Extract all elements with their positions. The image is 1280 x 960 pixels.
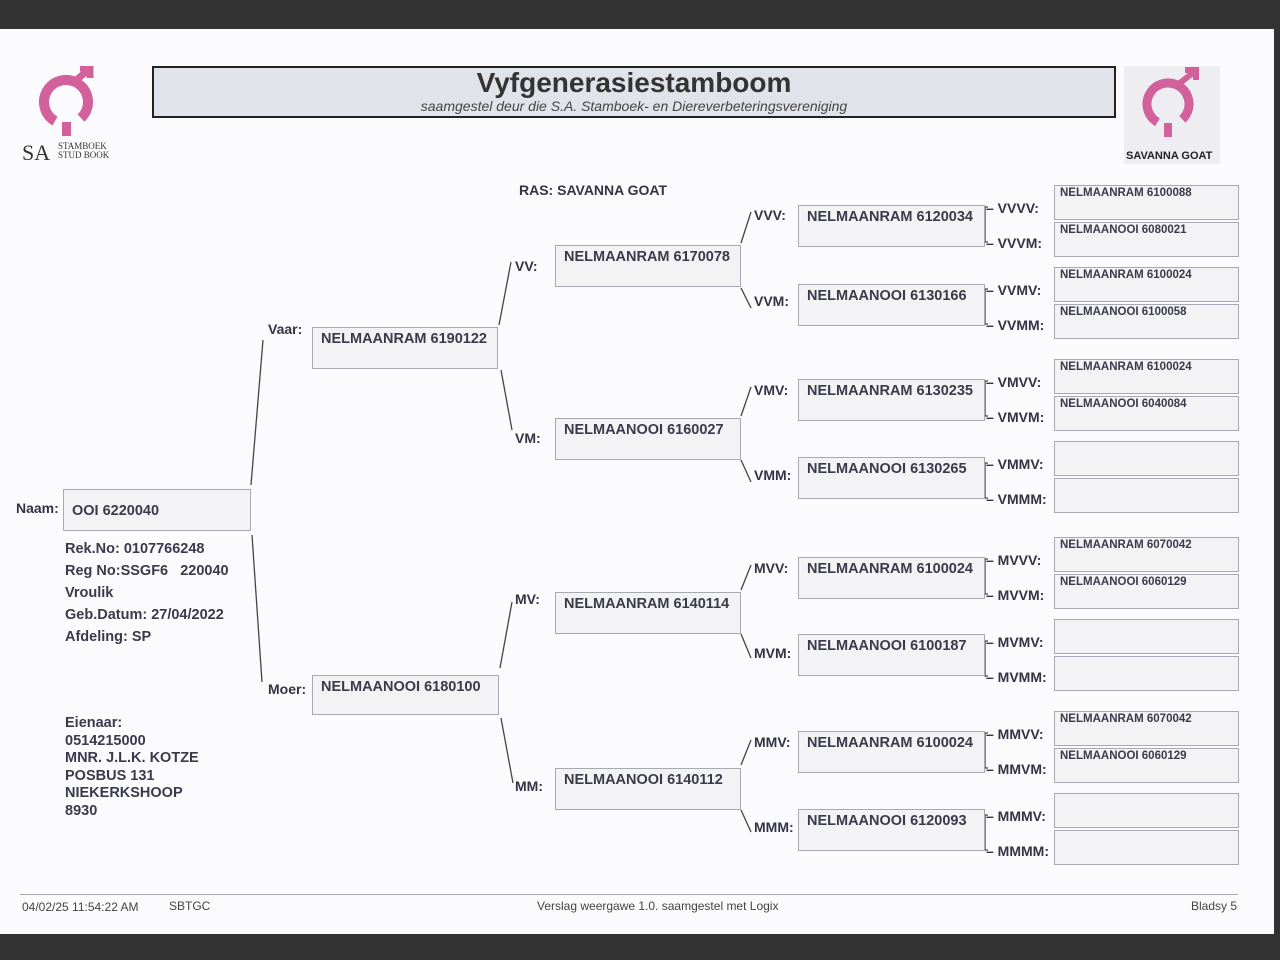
gen3-label: VVM: [754, 293, 789, 309]
gen4-box: NELMAANRAM 6100088 [1054, 185, 1239, 220]
page-subtitle: saamgestel deur die S.A. Stamboek- en Di… [420, 98, 848, 114]
gen3-box: NELMAANRAM 6100024 [798, 557, 985, 599]
gen4-box [1054, 656, 1239, 691]
gen4-box: NELMAANOOI 6040084 [1054, 396, 1239, 431]
gen2-label: VV: [515, 258, 538, 274]
gen4-label: – VVVV: [986, 200, 1039, 216]
naam-label: Naam: [16, 500, 59, 516]
bracket-line [984, 206, 988, 243]
gen3-box: NELMAANOOI 6130265 [798, 457, 985, 499]
footer-divider [20, 894, 1238, 895]
logo-caption: SAVANNA GOAT [1126, 150, 1213, 162]
gen3-label: MVM: [754, 645, 792, 661]
gen4-box [1054, 441, 1239, 476]
gen4-box: NELMAANOOI 6100058 [1054, 304, 1239, 339]
gen3-box: NELMAANRAM 6120034 [798, 205, 985, 247]
gen4-box: NELMAANOOI 6060129 [1054, 574, 1239, 609]
owner-details: Eienaar: 0514215000 MNR. J.L.K. KOTZE PO… [65, 715, 199, 820]
gen4-label: – VMMM: [986, 491, 1047, 507]
gen3-box: NELMAANOOI 6100187 [798, 634, 985, 676]
gen2-box: NELMAANOOI 6160027 [555, 418, 741, 460]
bracket-line [984, 558, 988, 595]
gen4-label: – MMMV: [986, 808, 1046, 824]
gen3-box: NELMAANOOI 6130166 [798, 284, 985, 326]
gen3-label: VMV: [754, 382, 789, 398]
gen4-label: – MMVV: [986, 726, 1044, 742]
gen4-label: – MMVM: [986, 761, 1047, 777]
gen4-box [1054, 478, 1239, 513]
rek-no: Rek.No: 0107766248 [65, 541, 205, 557]
bracket-line [984, 462, 988, 499]
bracket-line [984, 732, 988, 769]
gen4-box: NELMAANOOI 6080021 [1054, 222, 1239, 257]
gen3-box: NELMAANOOI 6120093 [798, 809, 985, 851]
gen2-box: NELMAANRAM 6140114 [555, 592, 741, 634]
bracket-line [984, 814, 988, 851]
gen2-label: MM: [515, 778, 543, 794]
gen4-box: NELMAANRAM 6070042 [1054, 711, 1239, 746]
footer-datetime: 04/02/25 11:54:22 AM [22, 900, 139, 914]
gen4-label: – VVMV: [986, 282, 1042, 298]
gen4-label: – MMMM: [986, 843, 1049, 859]
owner-town: NIEKERKSHOOP [65, 785, 183, 801]
gen3-box: NELMAANRAM 6100024 [798, 731, 985, 773]
gen3-label: MMV: [754, 734, 791, 750]
gen4-label: – VVMM: [986, 317, 1045, 333]
gen4-label: – MVMV: [986, 634, 1044, 650]
logo-symbol-icon [39, 64, 94, 136]
animal-details: Rek.No: 0107766248 Reg No:SSGF6 220040 V… [65, 538, 229, 648]
bracket-line [984, 640, 988, 677]
gen4-box [1054, 619, 1239, 654]
footer-page: Bladsy 5 [1191, 899, 1238, 913]
gen4-box [1054, 793, 1239, 828]
owner-postcode: 8930 [65, 802, 98, 819]
section: Afdeling: SP [65, 629, 152, 645]
gen4-box: NELMAANRAM 6100024 [1054, 267, 1239, 302]
gen4-label: – VMVV: [986, 374, 1042, 390]
gen3-label: VMM: [754, 467, 792, 483]
gen2-label: VM: [515, 430, 541, 446]
dam-box: NELMAANOOI 6180100 [312, 675, 499, 715]
sire-box: NELMAANRAM 6190122 [312, 327, 498, 369]
sex: Vroulik [65, 585, 114, 601]
gen4-label: – MVVM: [986, 587, 1045, 603]
gen4-label: – MVVV: [986, 552, 1042, 568]
gen4-label: – VVVM: [986, 235, 1043, 251]
bracket-line [984, 288, 988, 325]
dam-label: Moer: [268, 681, 307, 697]
footer-version: Verslag weergawe 1.0. saamgestel met Log… [537, 899, 779, 913]
gen3-box: NELMAANRAM 6130235 [798, 379, 985, 421]
owner-name: MNR. J.L.K. KOTZE [65, 750, 199, 766]
owner-phone: 0514215000 [65, 732, 146, 749]
animal-name-box: OOI 6220040 [63, 489, 251, 531]
page-title: Vyfgenerasiestamboom [476, 67, 792, 98]
owner-address: POSBUS 131 [65, 767, 155, 784]
gen4-box: NELMAANRAM 6070042 [1054, 537, 1239, 572]
gen4-label: – MVMM: [986, 669, 1047, 685]
gen3-label: MVV: [754, 560, 789, 576]
title-banner: Vyfgenerasiestamboom saamgestel deur die… [152, 66, 1116, 118]
breed-label: RAS: SAVANNA GOAT [519, 182, 668, 198]
gen4-label: – VMMV: [986, 456, 1044, 472]
gen2-box: NELMAANOOI 6140112 [555, 768, 741, 810]
bracket-line [984, 380, 988, 417]
gen4-box: NELMAANOOI 6060129 [1054, 748, 1239, 783]
sire-label: Vaar: [268, 321, 303, 337]
reg-no: Reg No:SSGF6 220040 [65, 563, 229, 579]
gen3-label: MMM: [754, 819, 794, 835]
savanna-goat-logo: SAVANNA GOAT [1124, 66, 1220, 164]
gen2-box: NELMAANRAM 6170078 [555, 245, 741, 287]
birth-date: Geb.Datum: 27/04/2022 [65, 607, 224, 623]
owner-label: Eienaar: [65, 715, 123, 731]
gen4-label: – VMVM: [986, 409, 1045, 425]
gen4-box [1054, 830, 1239, 865]
footer-code: SBTGC [169, 899, 211, 913]
gen3-label: VVV: [754, 207, 786, 223]
gen4-box: NELMAANRAM 6100024 [1054, 359, 1239, 394]
logo-symbol-icon [1142, 67, 1199, 137]
gen2-label: MV: [515, 591, 540, 607]
